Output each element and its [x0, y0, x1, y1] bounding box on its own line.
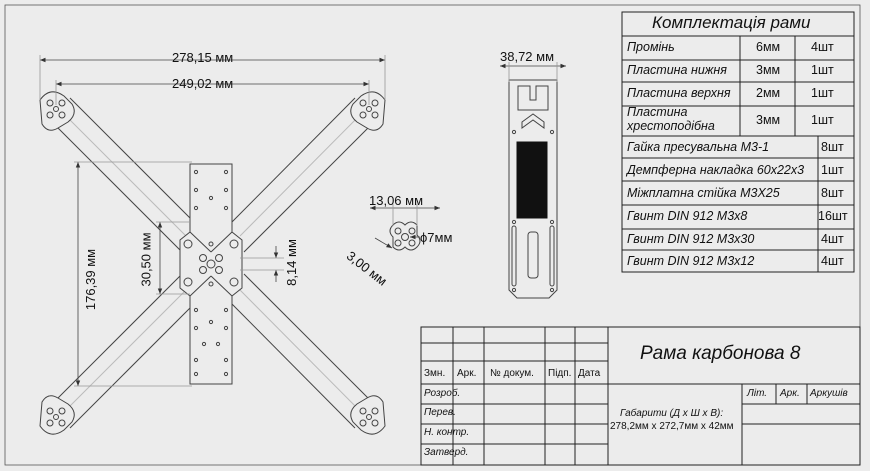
bom-row-3-thickness: 2мм [756, 86, 781, 100]
bom-row-5-name: Гайка пресувальна М3-1 [627, 140, 770, 154]
title-block-lines [420, 326, 861, 466]
bom-row-5-qty: 8шт [821, 140, 844, 154]
bom-row-2-qty: 1шт [811, 63, 834, 77]
arm-front-right [227, 97, 379, 253]
arm-rear-left [47, 273, 199, 429]
tb-role-norm-control: Н. контр. [424, 427, 470, 438]
bom-row-9-qty: 4шт [821, 232, 844, 246]
tb-header-date: Дата [578, 368, 601, 379]
tb-dims-line2: 278,2мм х 272,7мм х 42мм [610, 421, 734, 432]
top-plate [500, 62, 566, 299]
tb-info-sheet: Арк. [780, 388, 800, 399]
bom-row-1-name: Промінь [627, 40, 675, 54]
bom-row-4-qty: 1шт [811, 113, 834, 127]
bom-table [621, 11, 855, 273]
dim-stack-mount-1: 30,50 мм [138, 232, 154, 287]
tb-header-doc: № докум. [490, 368, 534, 379]
tb-header-ark: Арк. [457, 368, 477, 379]
bom-row-3-qty: 1шт [811, 86, 834, 100]
bom-row-4-name-cont: хрестоподібна [627, 119, 715, 133]
bom-row-4-thickness: 3мм [756, 113, 781, 127]
tb-role-checker: Перев. [424, 407, 456, 418]
motor-pad-rear-right [350, 395, 386, 435]
dim-plate-width: 38,72 мм [500, 49, 555, 64]
arm-front-left [47, 97, 199, 253]
bom-row-2-thickness: 3мм [756, 63, 781, 77]
tb-role-developer: Розроб. [424, 388, 461, 399]
tb-header-sign: Підп. [548, 368, 572, 379]
bom-row-10-name: Гвинт DIN 912 М3х12 [627, 254, 755, 268]
bom-row-2-name: Пластина нижня [627, 63, 727, 77]
bom-row-1-qty: 4шт [811, 40, 834, 54]
dim-hole-diameter: ϕ7мм [420, 230, 453, 245]
bom-row-7-qty: 8шт [821, 186, 844, 200]
bom-row-3-name: Пластина верхня [627, 86, 731, 100]
motor-pad-rear-left [39, 395, 75, 435]
battery-pad [516, 141, 548, 219]
dim-clamp-width: 13,06 мм [369, 193, 424, 208]
tb-info-lit: Літ. [747, 388, 768, 399]
motor-pad-front-right [350, 91, 386, 131]
bom-row-10-qty: 4шт [821, 254, 844, 268]
frame-top-view [39, 55, 386, 435]
bom-row-7-name: Міжплатна стійка М3Х25 [627, 186, 780, 200]
drawing-title: Рама карбонова 8 [640, 343, 801, 364]
bom-row-8-qty: 16шт [818, 209, 848, 223]
center-plate [179, 163, 243, 385]
bom-row-6-name: Демпферна накладка 60х22х3 [627, 163, 805, 177]
dim-lines-frame [39, 55, 386, 387]
bom-row-8-name: Гвинт DIN 912 М3х8 [627, 209, 748, 223]
bom-title: Комплектація рами [652, 13, 811, 32]
bom-row-6-qty: 1шт [821, 163, 844, 177]
tb-header-zmn: Змн. [424, 368, 446, 379]
tb-info-sheets: Аркушів [810, 388, 848, 399]
arm-rear-right [227, 273, 379, 429]
bom-row-4-name: Пластина [627, 105, 688, 119]
clamp-part [370, 204, 440, 251]
motor-pad-front-left [39, 91, 75, 131]
tb-role-approver: Затверд. [424, 447, 469, 458]
dim-length: 176,39 мм [83, 248, 99, 311]
tb-dims-line1: Габарити (Д х Ш х В): [620, 408, 724, 419]
dim-motor-span: 249,02 мм [172, 76, 234, 91]
bom-row-9-name: Гвинт DIN 912 М3х30 [627, 232, 755, 246]
dim-overall-width: 278,15 мм [172, 50, 234, 65]
dim-stack-mount-2: 8,14 мм [283, 239, 299, 286]
bom-row-1-thickness: 6мм [756, 40, 781, 54]
